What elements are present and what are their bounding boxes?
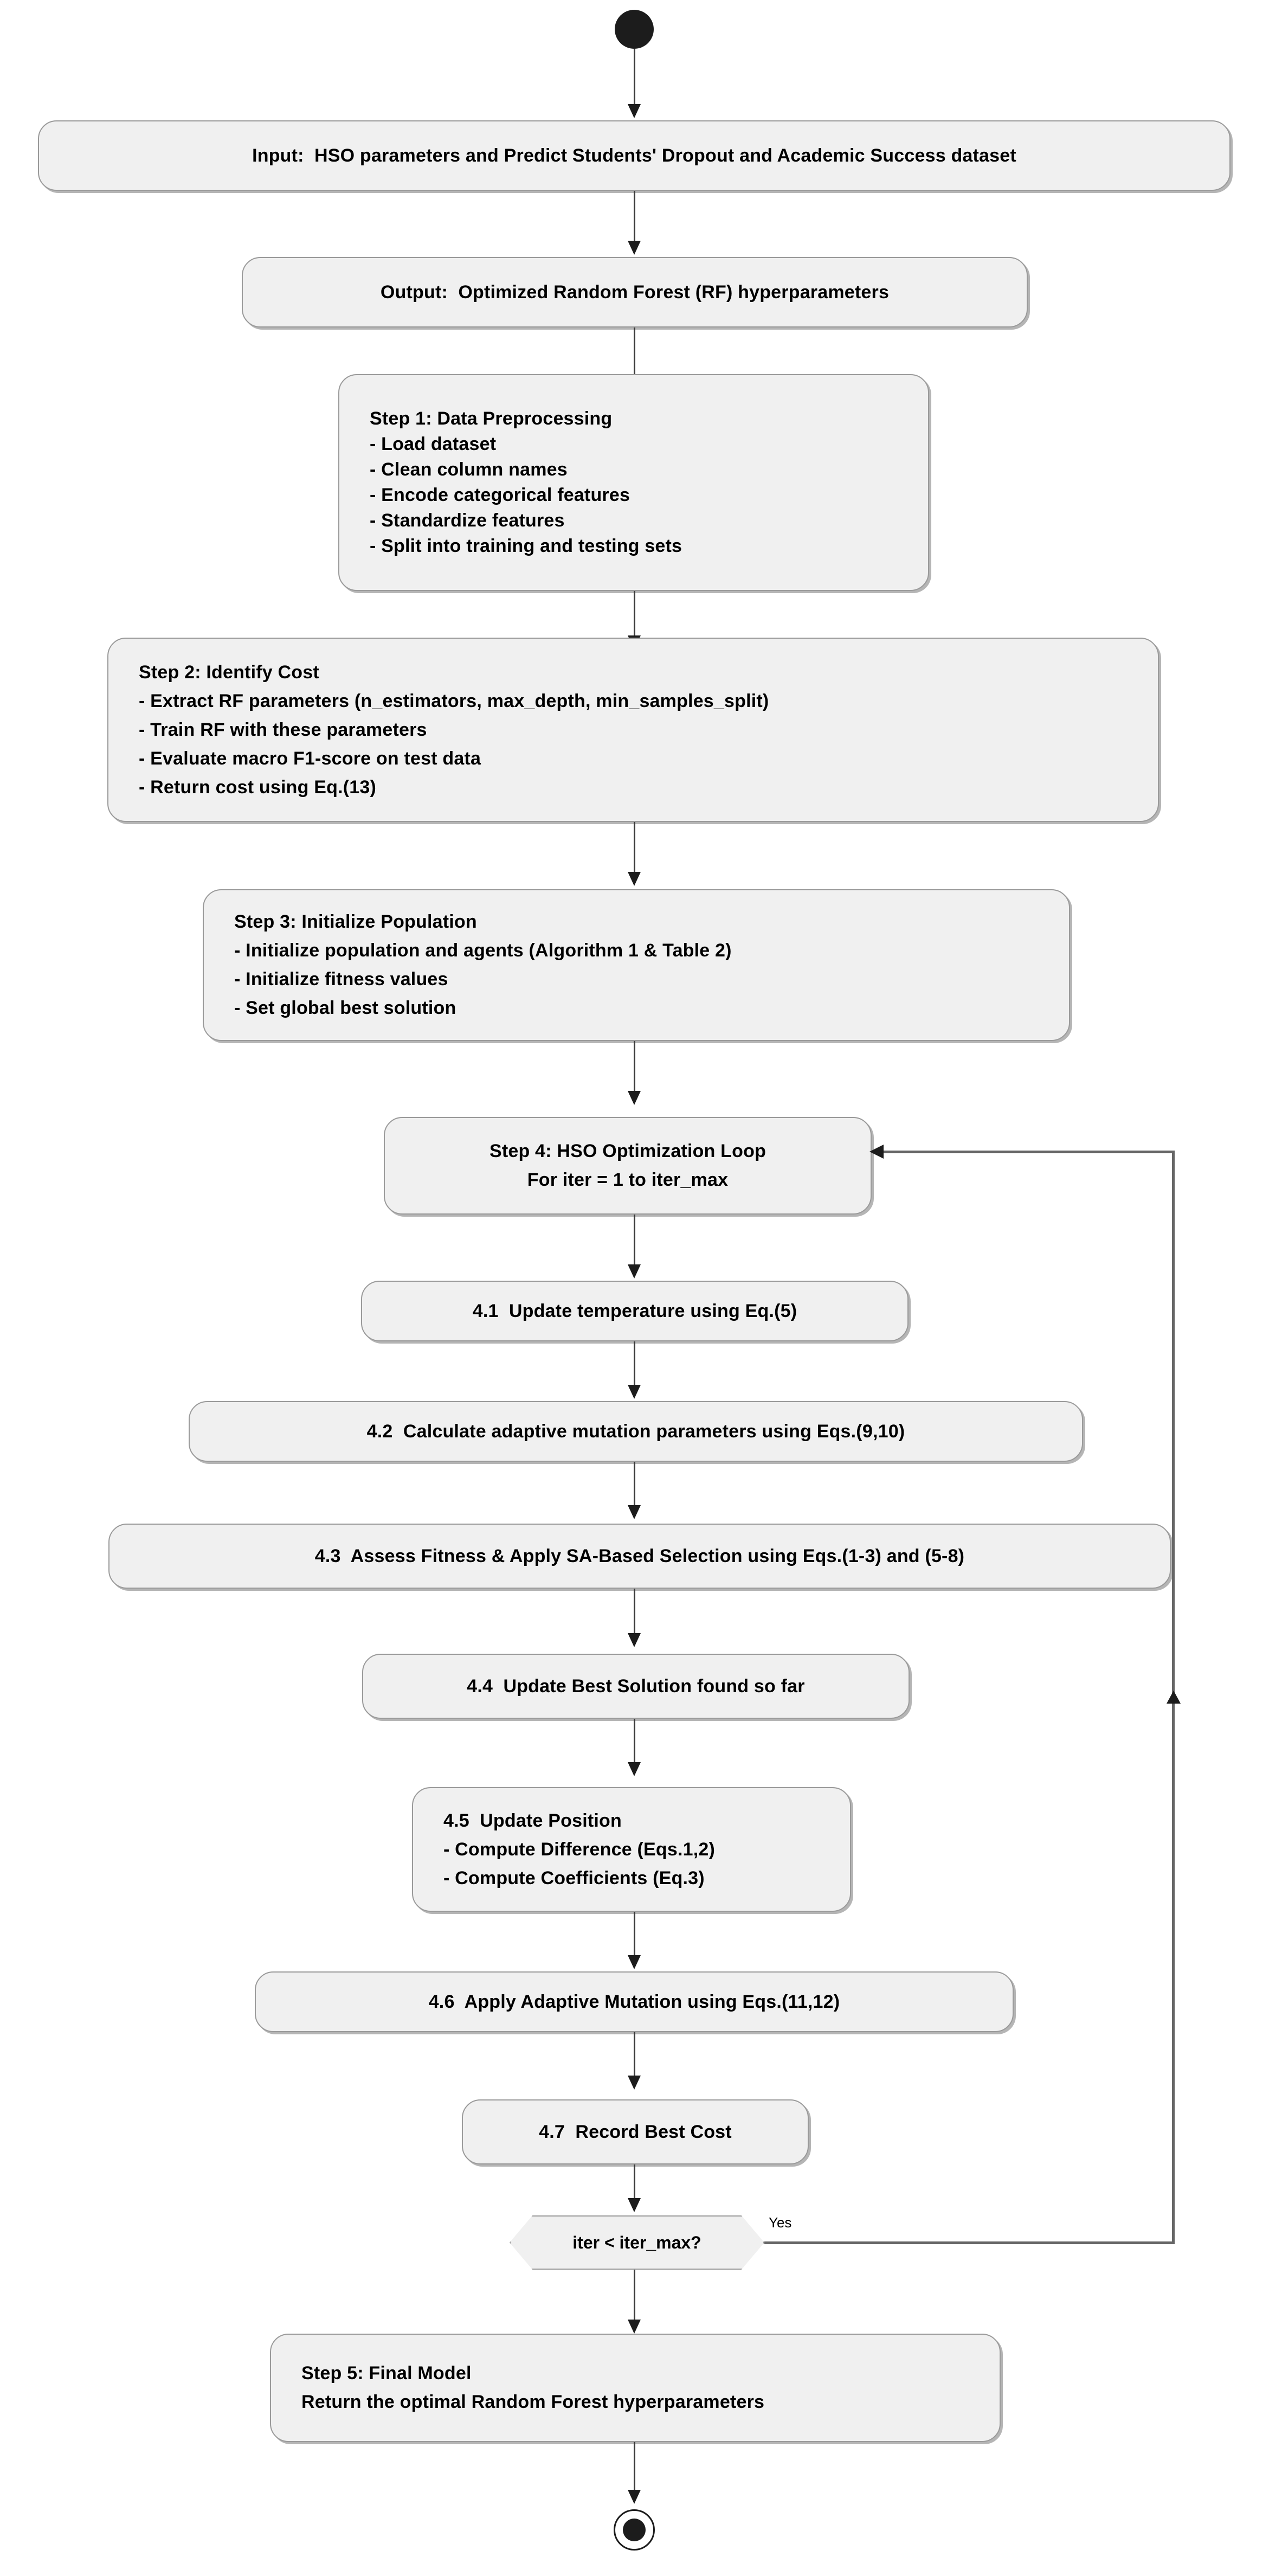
node-input: Input: HSO parameters and Predict Studen… <box>38 120 1231 191</box>
node-step4-5-line-1: - Compute Coefficients (Eq.3) <box>443 1867 705 1888</box>
node-step5-line-0: Return the optimal Random Forest hyperpa… <box>301 2392 765 2412</box>
connector-output-to-step1 <box>634 327 635 382</box>
arrowhead-left <box>869 1145 884 1159</box>
node-step4-1-line-0: 4.1 Update temperature using Eq.(5) <box>472 1300 797 1321</box>
arrowhead-down <box>628 1505 641 1519</box>
node-step4-3-line-0: 4.3 Assess Fitness & Apply SA-Based Sele… <box>314 1545 965 1566</box>
arrowhead-down <box>628 2320 641 2334</box>
edge-label-yes: Yes <box>769 2214 792 2231</box>
connector-step4-1-to-step4-2 <box>634 1341 635 1389</box>
node-step4-title: Step 4: HSO Optimization Loop <box>489 1141 766 1161</box>
arrowhead-down <box>628 1955 641 1969</box>
connector-step4-to-step4-1 <box>634 1215 635 1269</box>
node-step1-line-4: - Split into training and testing sets <box>370 536 682 556</box>
node-step4-4-line-0: 4.4 Update Best Solution found so far <box>467 1675 805 1697</box>
node-step2-line-1: - Train RF with these parameters <box>139 719 427 740</box>
node-step3-title: Step 3: Initialize Population <box>234 911 477 932</box>
arrowhead-up <box>1167 1691 1181 1704</box>
arrowhead-down <box>628 2490 641 2504</box>
node-step1-line-2: - Encode categorical features <box>370 485 630 505</box>
node-step2: Step 2: Identify Cost - Extract RF param… <box>107 638 1159 822</box>
connector-step4-2-to-step4-3 <box>634 1462 635 1509</box>
end-node <box>614 2509 655 2551</box>
node-step4: Step 4: HSO Optimization Loop For iter =… <box>384 1117 872 1215</box>
arrowhead-down <box>628 872 641 886</box>
node-step1-line-0: - Load dataset <box>370 434 497 454</box>
node-input-line-0: Input: HSO parameters and Predict Studen… <box>252 145 1016 166</box>
connector-loopback-into-step4 <box>872 1151 1174 1153</box>
arrowhead-down <box>628 2198 641 2212</box>
node-decision-iter: iter < iter_max? <box>510 2215 764 2270</box>
node-step4-5-title: 4.5 Update Position <box>443 1810 622 1831</box>
node-step2-line-3: - Return cost using Eq.(13) <box>139 776 376 798</box>
node-step1: Step 1: Data Preprocessing - Load datase… <box>338 374 929 591</box>
node-decision-label: iter < iter_max? <box>572 2232 701 2252</box>
node-step1-title: Step 1: Data Preprocessing <box>370 408 613 429</box>
node-step2-title: Step 2: Identify Cost <box>139 661 319 683</box>
connector-input-to-output <box>634 191 635 245</box>
node-step4-2-line-0: 4.2 Calculate adaptive mutation paramete… <box>366 1421 905 1442</box>
start-node <box>615 10 654 49</box>
node-step3: Step 3: Initialize Population - Initiali… <box>203 889 1070 1041</box>
arrowhead-down <box>628 1762 641 1776</box>
node-step4-line-0: For iter = 1 to iter_max <box>527 1170 729 1190</box>
connector-decision-to-step5 <box>634 2270 635 2325</box>
connector-step5-to-end <box>634 2442 635 2494</box>
node-output: Output: Optimized Random Forest (RF) hyp… <box>242 257 1028 327</box>
connector-step4-6-to-step4-7 <box>634 2032 635 2080</box>
node-step5: Step 5: Final Model Return the optimal R… <box>270 2334 1001 2442</box>
node-step4-2: 4.2 Calculate adaptive mutation paramete… <box>189 1401 1083 1462</box>
connector-start-to-input <box>634 49 635 108</box>
connector-step4-3-to-step4-4 <box>634 1589 635 1637</box>
arrowhead-down <box>628 1385 641 1399</box>
node-step4-7-line-0: 4.7 Record Best Cost <box>539 2121 732 2142</box>
node-step2-line-0: - Extract RF parameters (n_estimators, m… <box>139 690 769 711</box>
node-step4-5: 4.5 Update Position - Compute Difference… <box>412 1787 851 1912</box>
node-step2-line-2: - Evaluate macro F1-score on test data <box>139 748 481 769</box>
arrowhead-down <box>628 1264 641 1279</box>
node-step3-line-2: - Set global best solution <box>234 998 456 1018</box>
node-output-line-0: Output: Optimized Random Forest (RF) hyp… <box>380 281 890 303</box>
arrowhead-down <box>628 1091 641 1105</box>
arrowhead-down <box>628 104 641 118</box>
connector-step3-to-step4 <box>634 1041 635 1095</box>
node-step4-7: 4.7 Record Best Cost <box>462 2099 809 2164</box>
arrowhead-down <box>628 2076 641 2090</box>
node-step5-title: Step 5: Final Model <box>301 2363 472 2384</box>
connector-decision-yes-right <box>764 2241 1175 2244</box>
node-step3-line-0: - Initialize population and agents (Algo… <box>234 940 732 961</box>
connector-step2-to-step3 <box>634 822 635 876</box>
arrowhead-down <box>628 1633 641 1647</box>
connector-step4-4-to-step4-5 <box>634 1719 635 1766</box>
node-step3-line-1: - Initialize fitness values <box>234 969 448 990</box>
node-step1-line-3: - Standardize features <box>370 510 565 531</box>
connector-step1-to-step2 <box>634 591 635 640</box>
node-step4-6-line-0: 4.6 Apply Adaptive Mutation using Eqs.(1… <box>428 1991 840 2012</box>
node-step4-1: 4.1 Update temperature using Eq.(5) <box>361 1281 909 1341</box>
connector-step4-5-to-step4-6 <box>634 1912 635 1960</box>
node-step4-6: 4.6 Apply Adaptive Mutation using Eqs.(1… <box>255 1971 1014 2032</box>
connector-step4-7-to-decision <box>634 2164 635 2204</box>
node-step4-5-line-0: - Compute Difference (Eqs.1,2) <box>443 1839 715 1860</box>
arrowhead-down <box>628 241 641 255</box>
node-step4-4: 4.4 Update Best Solution found so far <box>362 1654 910 1719</box>
node-step1-line-1: - Clean column names <box>370 459 568 480</box>
node-step4-3: 4.3 Assess Fitness & Apply SA-Based Sele… <box>108 1524 1171 1589</box>
